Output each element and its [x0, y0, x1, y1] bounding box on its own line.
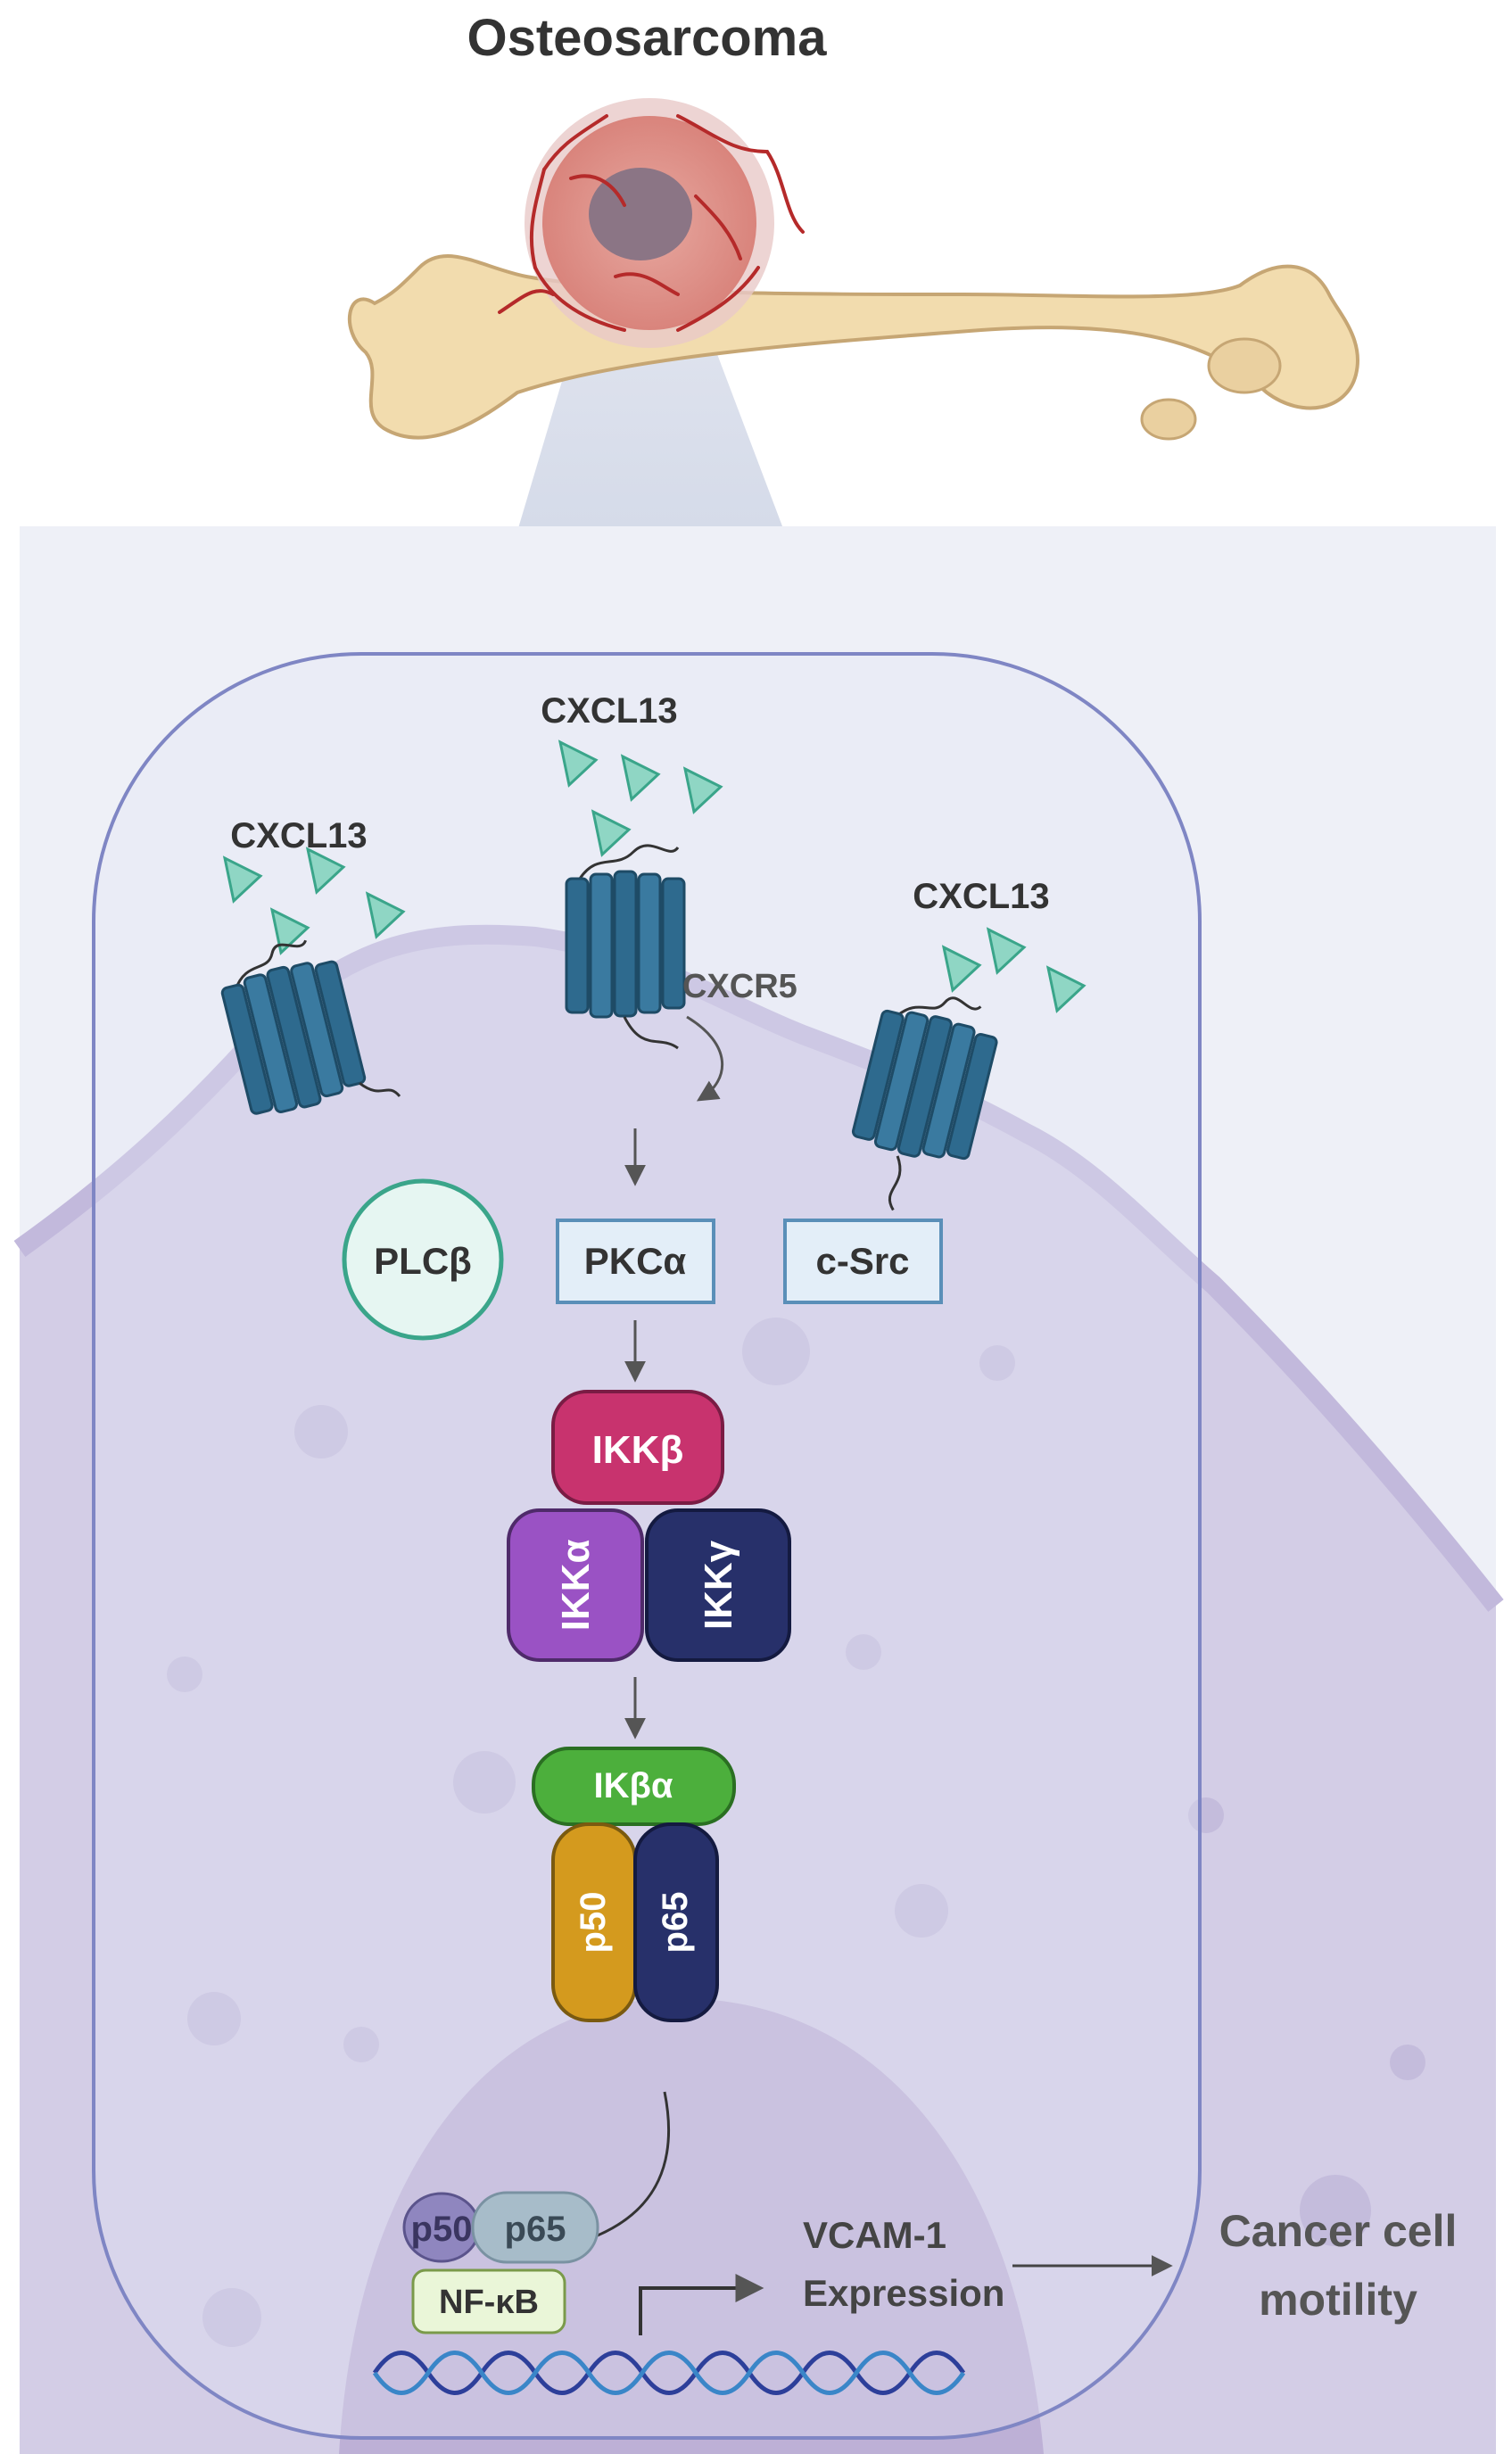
ikba-label: IKβα: [593, 1766, 673, 1805]
nuclear-p65-node: [471, 2191, 599, 2264]
ikba-node: [532, 1747, 736, 1826]
pkc-label: PKCα: [584, 1240, 687, 1282]
ligand-label-center: CXCL13: [541, 691, 677, 731]
ikk-gamma-node: [645, 1508, 791, 1662]
ligand-label-right: CXCL13: [913, 877, 1049, 916]
outcome-label-line2: motility: [1259, 2275, 1417, 2325]
translocation-line: [588, 2091, 671, 2241]
nfkb-node: [411, 2268, 566, 2334]
p65-label: p65: [656, 1892, 695, 1954]
ikk-alpha-label: IKKα: [554, 1540, 598, 1632]
receptor-left-icon: [220, 939, 401, 1115]
plc-label: PLCβ: [374, 1240, 472, 1282]
nuclear-p65-label: p65: [505, 2210, 566, 2249]
outcome-label-line1: Cancer cell: [1219, 2206, 1458, 2256]
tumor-illustration: [498, 98, 805, 348]
ligand-triangles: [222, 740, 1086, 1013]
receptor-curved-arrow: [686, 1015, 723, 1102]
src-node: [783, 1219, 943, 1304]
diagram-title: Osteosarcoma: [467, 9, 828, 67]
receptor-right-icon: [851, 996, 998, 1211]
gene-label-line2: Expression: [803, 2272, 1004, 2314]
src-label: c-Src: [815, 1240, 909, 1282]
nuclear-p50-label: p50: [411, 2210, 473, 2249]
nucleus: [339, 1998, 1044, 2454]
plc-node: [342, 1178, 504, 1341]
receptor-center-icon: [565, 844, 686, 1019]
ikk-alpha-node: [507, 1508, 644, 1662]
cytoplasm-vesicles: [167, 1318, 1425, 2347]
gene-label-line1: VCAM-1: [803, 2214, 946, 2256]
pkc-node: [556, 1219, 715, 1304]
receptor-label: CXCR5: [682, 968, 797, 1005]
receptor-tail: [623, 1016, 679, 1050]
ikk-gamma-label: IKKγ: [697, 1540, 740, 1630]
dna-helix-icon: [372, 2351, 966, 2395]
ikk-beta-label: IKKβ: [592, 1428, 684, 1472]
transcription-arrow: [639, 2274, 764, 2335]
ligand-label-left: CXCL13: [230, 816, 367, 855]
nfkb-label: NF-κB: [439, 2284, 539, 2321]
p50-label: p50: [574, 1892, 613, 1954]
p65-node: [633, 1822, 719, 2022]
ikk-beta-node: [551, 1390, 724, 1505]
bone-illustration: [347, 254, 1359, 441]
